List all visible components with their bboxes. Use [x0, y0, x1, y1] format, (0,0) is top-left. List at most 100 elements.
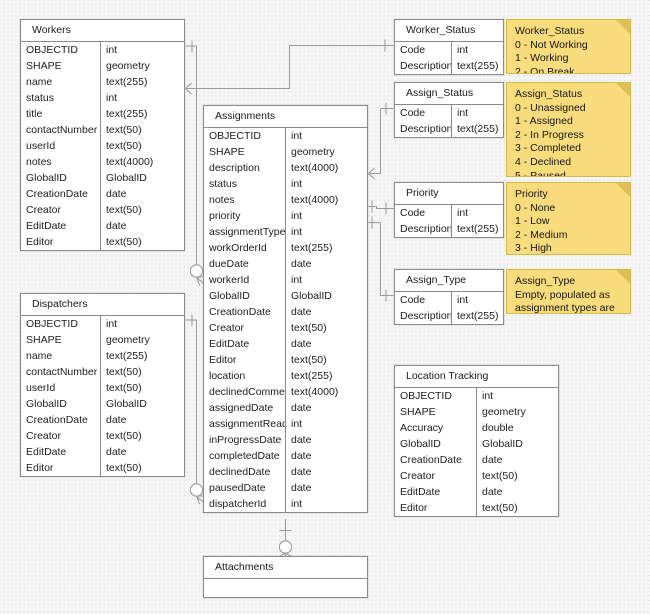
field-name: GlobalID	[21, 396, 101, 412]
field-type: text(4000)	[106, 156, 154, 168]
field-name: dueDate	[204, 256, 286, 272]
entity-attachments[interactable]: Attachments	[203, 556, 368, 598]
field-type: geometry	[106, 60, 150, 72]
field-type: text(50)	[291, 322, 327, 334]
field-name: Editor	[21, 460, 101, 476]
entity-fields-attachments	[204, 579, 367, 597]
field-name: EditDate	[395, 484, 477, 500]
field-type: text(255)	[457, 223, 499, 235]
field-type: int	[291, 178, 303, 190]
field-type: int	[457, 294, 469, 306]
field-name: status	[21, 90, 101, 106]
field-type: int	[291, 130, 303, 142]
field-name: Description	[395, 121, 452, 137]
field-name: status	[204, 176, 286, 192]
field-type: int	[291, 498, 303, 510]
crowfoot-assignments-dispatcherid	[189, 483, 204, 505]
connector-assignments-assign-type	[368, 216, 394, 302]
field-name: Code	[395, 205, 452, 221]
field-type: GlobalID	[106, 172, 147, 184]
field-type: date	[106, 446, 127, 458]
field-type: text(255)	[106, 350, 148, 362]
field-name: pausedDate	[204, 480, 286, 496]
field-row[interactable]: status int	[204, 176, 367, 192]
